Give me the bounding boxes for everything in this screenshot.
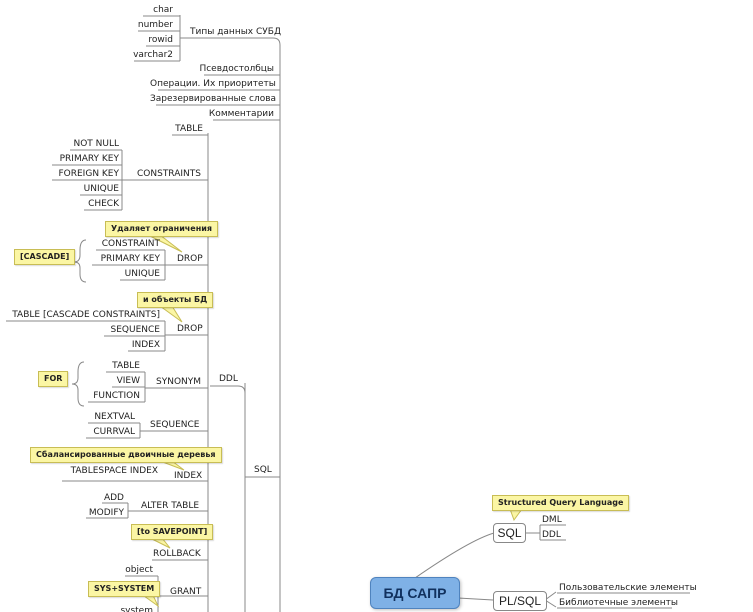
callout-cascade: [CASCADE] [14,249,76,265]
callout-structured-query-language: Structured Query Language [492,495,630,511]
sql-branch-node[interactable]: SQL [254,465,272,475]
drop-item[interactable]: CONSTRAINT [101,239,160,249]
constraints-node[interactable]: CONSTRAINTS [137,169,201,179]
drop-object-item[interactable]: INDEX [131,340,160,350]
grant-node[interactable]: GRANT [170,587,202,597]
index-node[interactable]: INDEX [174,471,203,481]
type-item[interactable]: rowid [148,35,173,45]
dml-node[interactable]: DML [542,515,562,525]
drop-object-item[interactable]: TABLE [CASCADE CONSTRAINTS] [12,310,160,320]
ddl-node[interactable]: DDL [219,374,238,384]
sequence-item[interactable]: CURRVAL [93,427,135,437]
drop-item[interactable]: PRIMARY KEY [100,254,160,264]
constraint-item[interactable]: FOREIGN KEY [58,169,119,179]
index-item[interactable]: TABLESPACE INDEX [70,466,158,476]
synonym-node[interactable]: SYNONYM [156,377,202,387]
comments-node[interactable]: Комментарии [208,109,274,119]
alter-table-node[interactable]: ALTER TABLE [141,501,200,511]
sequence-item[interactable]: NEXTVAL [94,412,135,422]
constraint-item[interactable]: UNIQUE [83,184,119,194]
synonym-item[interactable]: VIEW [116,376,140,386]
synonym-item[interactable]: FUNCTION [93,391,140,401]
root-node[interactable]: БД САПР [370,577,460,609]
plsql-node[interactable]: PL/SQL [493,591,547,611]
type-item[interactable]: char [153,5,173,15]
type-item[interactable]: number [137,20,173,30]
types-node[interactable]: Типы данных СУБД [190,27,281,37]
alter-item[interactable]: ADD [103,493,124,503]
rollback-node[interactable]: ROLLBACK [153,549,201,559]
pseudocolumns-node[interactable]: Псевдостолбцы [199,64,274,74]
constraint-item[interactable]: NOT NULL [73,139,119,149]
drop-objects-node[interactable]: DROP [177,324,203,334]
callout-and-objects: и объекты БД [137,292,214,308]
ddl-right-node[interactable]: DDL [542,530,561,540]
type-item[interactable]: varchar2 [133,50,173,60]
user-elements-node[interactable]: Пользовательские элементы [559,583,697,593]
synonym-item[interactable]: TABLE [112,361,140,371]
lib-elements-node[interactable]: Библиотечные элементы [559,598,678,608]
drop-node[interactable]: DROP [177,254,203,264]
operations-node[interactable]: Операции. Их приоритеты [150,79,276,89]
ddl-table-node[interactable]: TABLE [175,124,203,134]
grant-item[interactable]: system [120,606,153,612]
drop-item[interactable]: UNIQUE [124,269,160,279]
callout-btree: Сбалансированные двоичные деревья [30,447,222,463]
callout-for: FOR [38,371,69,387]
sql-node[interactable]: SQL [493,523,526,543]
callout-savepoint: [to SAVEPOINT] [131,524,214,540]
reserved-words-node[interactable]: Зарезервированные слова [150,94,277,104]
drop-object-item[interactable]: SEQUENCE [110,325,160,335]
grant-item[interactable]: object [125,565,153,575]
constraint-item[interactable]: PRIMARY KEY [59,154,119,164]
constraint-item[interactable]: CHECK [88,199,119,209]
sequence-node[interactable]: SEQUENCE [150,420,200,430]
callout-sys-system: SYS+SYSTEM [88,581,161,597]
callout-removes-constraints: Удаляет ограничения [105,221,218,237]
alter-item[interactable]: MODIFY [88,508,124,518]
